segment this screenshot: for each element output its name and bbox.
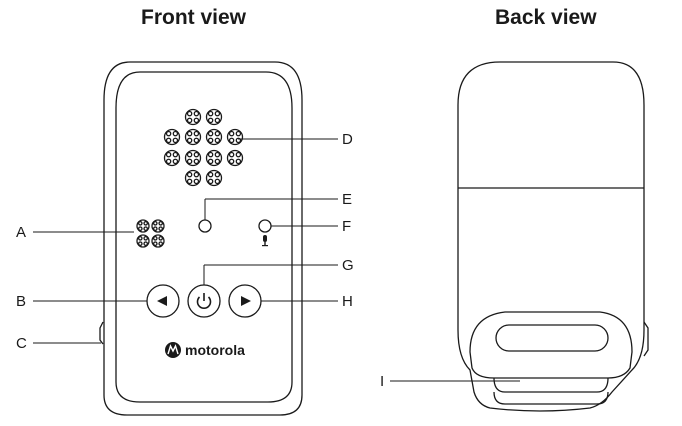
brand-logo-text: motorola <box>185 342 245 358</box>
back-body-outline <box>457 61 645 412</box>
callout-b: B <box>16 293 26 310</box>
side-port <box>99 321 104 345</box>
grille-cell <box>151 234 165 248</box>
callout-g: G <box>342 257 354 274</box>
power-button[interactable] <box>187 284 221 318</box>
left-arrow-icon <box>157 296 167 306</box>
grille-cell <box>205 169 223 187</box>
callout-i: I <box>380 373 384 390</box>
grille-cell <box>151 219 165 233</box>
grille-cell <box>136 234 150 248</box>
leader-lines <box>33 138 520 382</box>
grille-cell <box>184 108 202 126</box>
speaker-grille <box>163 108 244 187</box>
right-arrow-icon <box>241 296 251 306</box>
grille-cell <box>184 149 202 167</box>
grille-cell <box>163 149 181 167</box>
stand-outline <box>469 311 633 379</box>
callout-a: A <box>16 224 26 241</box>
grille-cell <box>205 149 223 167</box>
grille-cell <box>226 149 244 167</box>
grille-cell <box>184 128 202 146</box>
speaker-grille-icon <box>163 108 244 187</box>
light-sensor <box>198 219 212 233</box>
stand-ridge-2 <box>493 391 609 405</box>
stand-ridge-1 <box>493 377 609 393</box>
front-view-title: Front view <box>141 6 247 29</box>
left-arrow-button[interactable] <box>146 284 180 318</box>
front-device <box>99 61 303 416</box>
callout-d: D <box>342 131 353 148</box>
stand-slot <box>495 324 609 352</box>
power-icon <box>196 293 212 309</box>
right-arrow-button[interactable] <box>228 284 262 318</box>
left-grille <box>136 219 165 248</box>
front-panel-outline <box>115 71 293 403</box>
microphone-icon <box>262 235 268 247</box>
back-view-title: Back view <box>495 6 597 29</box>
grille-cell <box>205 108 223 126</box>
back-device <box>457 61 649 412</box>
back-right-tab <box>643 321 649 357</box>
microphone-hole <box>258 219 272 233</box>
grille-cell <box>184 169 202 187</box>
callout-h: H <box>342 293 353 310</box>
front-body-outline <box>103 61 303 416</box>
callout-e: E <box>342 191 352 208</box>
callout-f: F <box>342 218 351 235</box>
grille-cell <box>136 219 150 233</box>
motorola-logo <box>165 342 181 358</box>
grille-cell <box>226 128 244 146</box>
grille-cell <box>205 128 223 146</box>
grille-cell <box>163 128 181 146</box>
callout-c: C <box>16 335 27 352</box>
